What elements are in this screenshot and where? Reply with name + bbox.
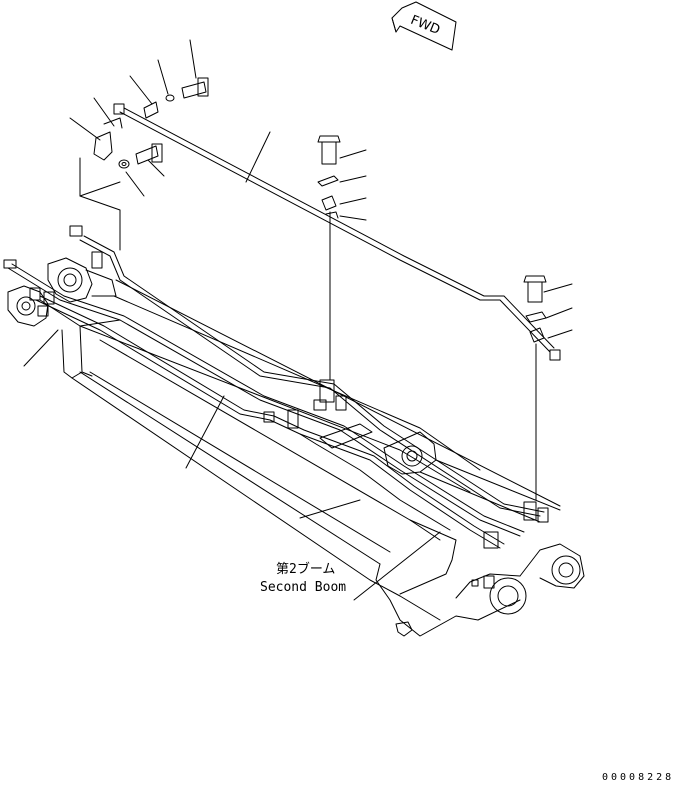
part-label-english: Second Boom — [260, 580, 347, 595]
hose-fittings — [3, 225, 549, 549]
drawing-number: 00008228 — [602, 772, 675, 783]
exploded-parts — [79, 77, 561, 501]
second-boom-body — [7, 257, 585, 637]
hose-lines — [7, 235, 545, 549]
fwd-arrow-icon — [391, 1, 457, 51]
part-label-japanese: 第2ブーム — [276, 562, 336, 577]
leader-lines — [23, 39, 573, 601]
